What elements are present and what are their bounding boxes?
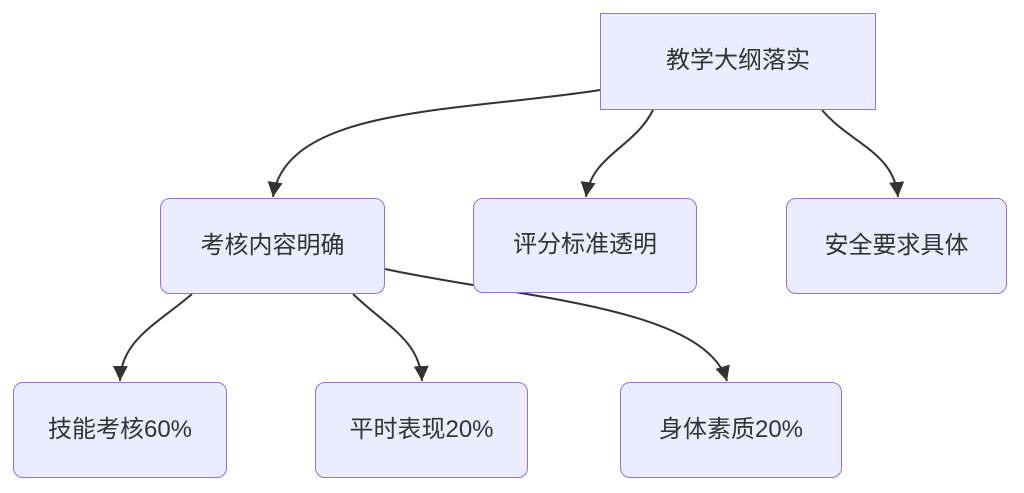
node-physical-label: 身体素质20% <box>658 415 804 443</box>
node-daily-label: 平时表现20% <box>349 415 494 443</box>
node-safety: 安全要求具体 <box>786 198 1007 294</box>
node-skill: 技能考核60% <box>13 382 227 478</box>
node-root: 教学大纲落实 <box>600 13 876 110</box>
node-daily: 平时表现20% <box>315 382 528 478</box>
edge-assessment-to-skill <box>112 293 193 382</box>
edge-root-to-safety <box>821 109 905 198</box>
node-safety-label: 安全要求具体 <box>824 231 969 259</box>
node-skill-label: 技能考核60% <box>47 415 193 443</box>
node-scoring: 评分标准透明 <box>473 198 697 293</box>
edge-root-to-assessment <box>267 89 601 198</box>
edge-assessment-to-physical <box>384 268 730 382</box>
node-scoring-label: 评分标准透明 <box>513 231 657 259</box>
node-physical: 身体素质20% <box>620 382 842 478</box>
edge-root-to-scoring <box>580 109 654 198</box>
edge-assessment-to-daily <box>352 293 429 382</box>
node-assessment: 考核内容明确 <box>160 198 385 294</box>
node-assessment-label: 考核内容明确 <box>200 231 345 259</box>
node-root-label: 教学大纲落实 <box>666 47 810 75</box>
